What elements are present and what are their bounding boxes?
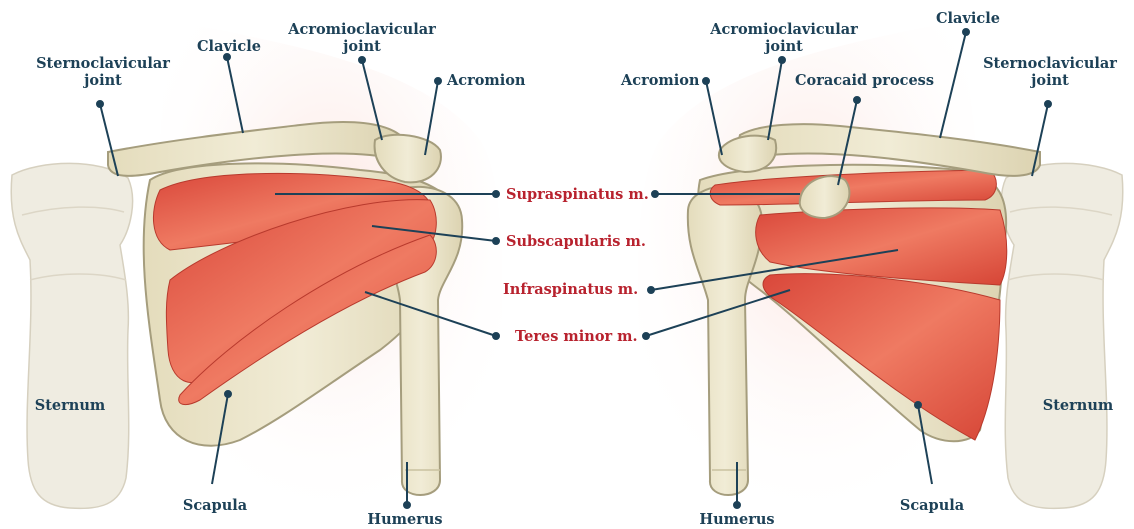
label-supraspinatus-muscle: Supraspinatus m. — [506, 186, 649, 203]
label-teres-minor-muscle: Teres minor m. — [515, 328, 638, 345]
label-right-coracoid-process: Coracaid process — [795, 72, 934, 89]
label-left-scapula: Scapula — [170, 497, 260, 514]
label-left-sternoclavicular-joint: Sternoclavicular joint — [33, 55, 173, 89]
label-right-sternoclavicular-joint: Sternoclavicular joint — [975, 55, 1125, 89]
label-left-acromion: Acromion — [447, 72, 525, 89]
label-left-humerus: Humerus — [360, 511, 450, 528]
label-right-acromion: Acromion — [621, 72, 699, 89]
label-right-acromioclavicular-joint: Acromioclavicular joint — [705, 21, 863, 55]
label-subscapularis-muscle: Subscapularis m. — [506, 233, 646, 250]
label-left-sternum: Sternum — [25, 397, 115, 414]
label-left-clavicle: Clavicle — [186, 38, 272, 55]
left-sternum — [11, 163, 132, 508]
label-right-sternum: Sternum — [1033, 397, 1123, 414]
label-right-clavicle: Clavicle — [936, 10, 1000, 27]
label-left-acromioclavicular-joint: Acromioclavicular joint — [288, 21, 436, 55]
right-sternum — [1001, 163, 1122, 508]
label-infraspinatus-muscle: Infraspinatus m. — [503, 281, 638, 298]
label-right-scapula: Scapula — [887, 497, 977, 514]
label-right-humerus: Humerus — [692, 511, 782, 528]
